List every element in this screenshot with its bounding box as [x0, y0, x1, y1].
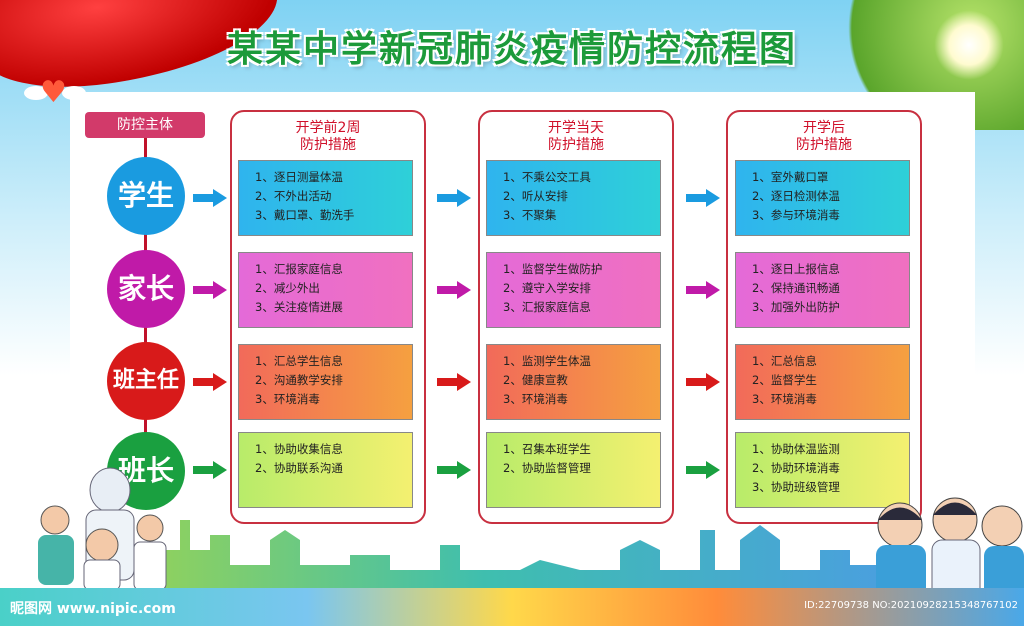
measure-item: 3、戴口罩、勤洗手	[255, 208, 355, 222]
medical-staff-illustration-left	[38, 467, 167, 590]
right-arrow-icon	[686, 373, 720, 391]
measure-item: 3、环境消毒	[752, 392, 817, 406]
right-arrow-icon	[437, 373, 471, 391]
measure-item: 1、汇报家庭信息	[255, 262, 343, 276]
measure-item: 2、协助监督管理	[503, 461, 591, 475]
measure-box: 1、室外戴口罩 2、逐日检测体温 3、参与环境消毒	[735, 160, 910, 236]
stage-title: 开学当天	[548, 120, 604, 136]
measure-item: 2、健康宣教	[503, 373, 568, 387]
right-arrow-icon	[193, 373, 227, 391]
measure-item: 1、逐日上报信息	[752, 262, 840, 276]
measure-item: 2、保持通讯畅通	[752, 281, 840, 295]
measure-box: 1、汇报家庭信息 2、减少外出 3、关注疫情进展	[238, 252, 413, 328]
measure-box: 1、逐日上报信息 2、保持通讯畅通 3、加强外出防护	[735, 252, 910, 328]
measure-box: 1、监督学生做防护 2、遵守入学安排 3、汇报家庭信息	[486, 252, 661, 328]
measure-item: 3、环境消毒	[503, 392, 568, 406]
measure-box: 1、汇总信息 2、监督学生 3、环境消毒	[735, 344, 910, 420]
right-arrow-icon	[193, 189, 227, 207]
measure-item: 3、加强外出防护	[752, 300, 840, 314]
heart-icon: ♥	[40, 75, 67, 110]
right-arrow-icon	[193, 281, 227, 299]
wing-icon-left	[24, 86, 48, 100]
measure-item: 1、监督学生做防护	[503, 262, 603, 276]
subject-circle: 学生	[107, 157, 185, 235]
right-arrow-icon	[193, 461, 227, 479]
measure-item: 3、参与环境消毒	[752, 208, 840, 222]
wing-icon-right	[62, 86, 86, 100]
subject-circle: 家长	[107, 250, 185, 328]
measure-box: 1、逐日测量体温 2、不外出活动 3、戴口罩、勤洗手	[238, 160, 413, 236]
measure-box: 1、协助收集信息 2、协助联系沟通	[238, 432, 413, 508]
measure-box: 1、汇总学生信息 2、沟通教学安排 3、环境消毒	[238, 344, 413, 420]
measure-item: 2、监督学生	[752, 373, 817, 387]
stage-column-header: 开学当天防护措施	[480, 120, 672, 154]
measure-item: 1、室外戴口罩	[752, 170, 829, 184]
measure-item: 3、不聚集	[503, 208, 557, 222]
measure-box: 1、不乘公交工具 2、听从安排 3、不聚集	[486, 160, 661, 236]
right-arrow-icon	[437, 461, 471, 479]
measure-item: 2、协助联系沟通	[255, 461, 343, 475]
stage-column-header: 开学前2周防护措施	[232, 120, 424, 154]
nurses-illustration-right	[876, 497, 1024, 600]
page-title: 某某中学新冠肺炎疫情防控流程图	[226, 29, 797, 70]
measure-item: 1、逐日测量体温	[255, 170, 343, 184]
watermark-left: 昵图网 www.nipic.com	[10, 601, 176, 617]
measure-item: 3、关注疫情进展	[255, 300, 343, 314]
subject-circle: 班主任	[107, 342, 185, 420]
bottom-color-band	[0, 588, 1024, 626]
stage-title: 开学前2周	[295, 120, 361, 136]
measure-item: 2、不外出活动	[255, 189, 332, 203]
measure-item: 2、听从安排	[503, 189, 568, 203]
measure-item: 1、不乘公交工具	[503, 170, 591, 184]
subject-header: 防控主体	[85, 112, 205, 138]
measure-item: 1、召集本班学生	[503, 442, 591, 456]
measure-box: 1、监测学生体温 2、健康宣教 3、环境消毒	[486, 344, 661, 420]
measure-item: 3、协助班级管理	[752, 480, 840, 494]
right-arrow-icon	[686, 281, 720, 299]
measure-item: 1、监测学生体温	[503, 354, 591, 368]
measure-item: 1、汇总信息	[752, 354, 817, 368]
stage-column-header: 开学后防护措施	[728, 120, 920, 154]
measure-item: 1、协助体温监测	[752, 442, 840, 456]
measure-item: 1、协助收集信息	[255, 442, 343, 456]
right-arrow-icon	[437, 189, 471, 207]
stage-title: 开学后	[803, 120, 845, 136]
right-arrow-icon	[686, 189, 720, 207]
measure-item: 1、汇总学生信息	[255, 354, 343, 368]
stage-subtitle: 防护措施	[548, 137, 604, 153]
measure-box: 1、协助体温监测 2、协助环境消毒 3、协助班级管理	[735, 432, 910, 508]
measure-item: 2、遵守入学安排	[503, 281, 591, 295]
measure-box: 1、召集本班学生 2、协助监督管理	[486, 432, 661, 508]
measure-item: 2、逐日检测体温	[752, 189, 840, 203]
stage-subtitle: 防护措施	[796, 137, 852, 153]
measure-item: 2、协助环境消毒	[752, 461, 840, 475]
sun-glow-decoration	[934, 10, 1004, 80]
measure-item: 3、环境消毒	[255, 392, 320, 406]
stage-subtitle: 防护措施	[300, 137, 356, 153]
city-skyline-decoration	[160, 520, 880, 590]
measure-item: 2、沟通教学安排	[255, 373, 343, 387]
right-arrow-icon	[437, 281, 471, 299]
watermark-right: ID:22709738 NO:20210928215348767102	[804, 600, 1018, 611]
measure-item: 3、汇报家庭信息	[503, 300, 591, 314]
right-arrow-icon	[686, 461, 720, 479]
measure-item: 2、减少外出	[255, 281, 320, 295]
